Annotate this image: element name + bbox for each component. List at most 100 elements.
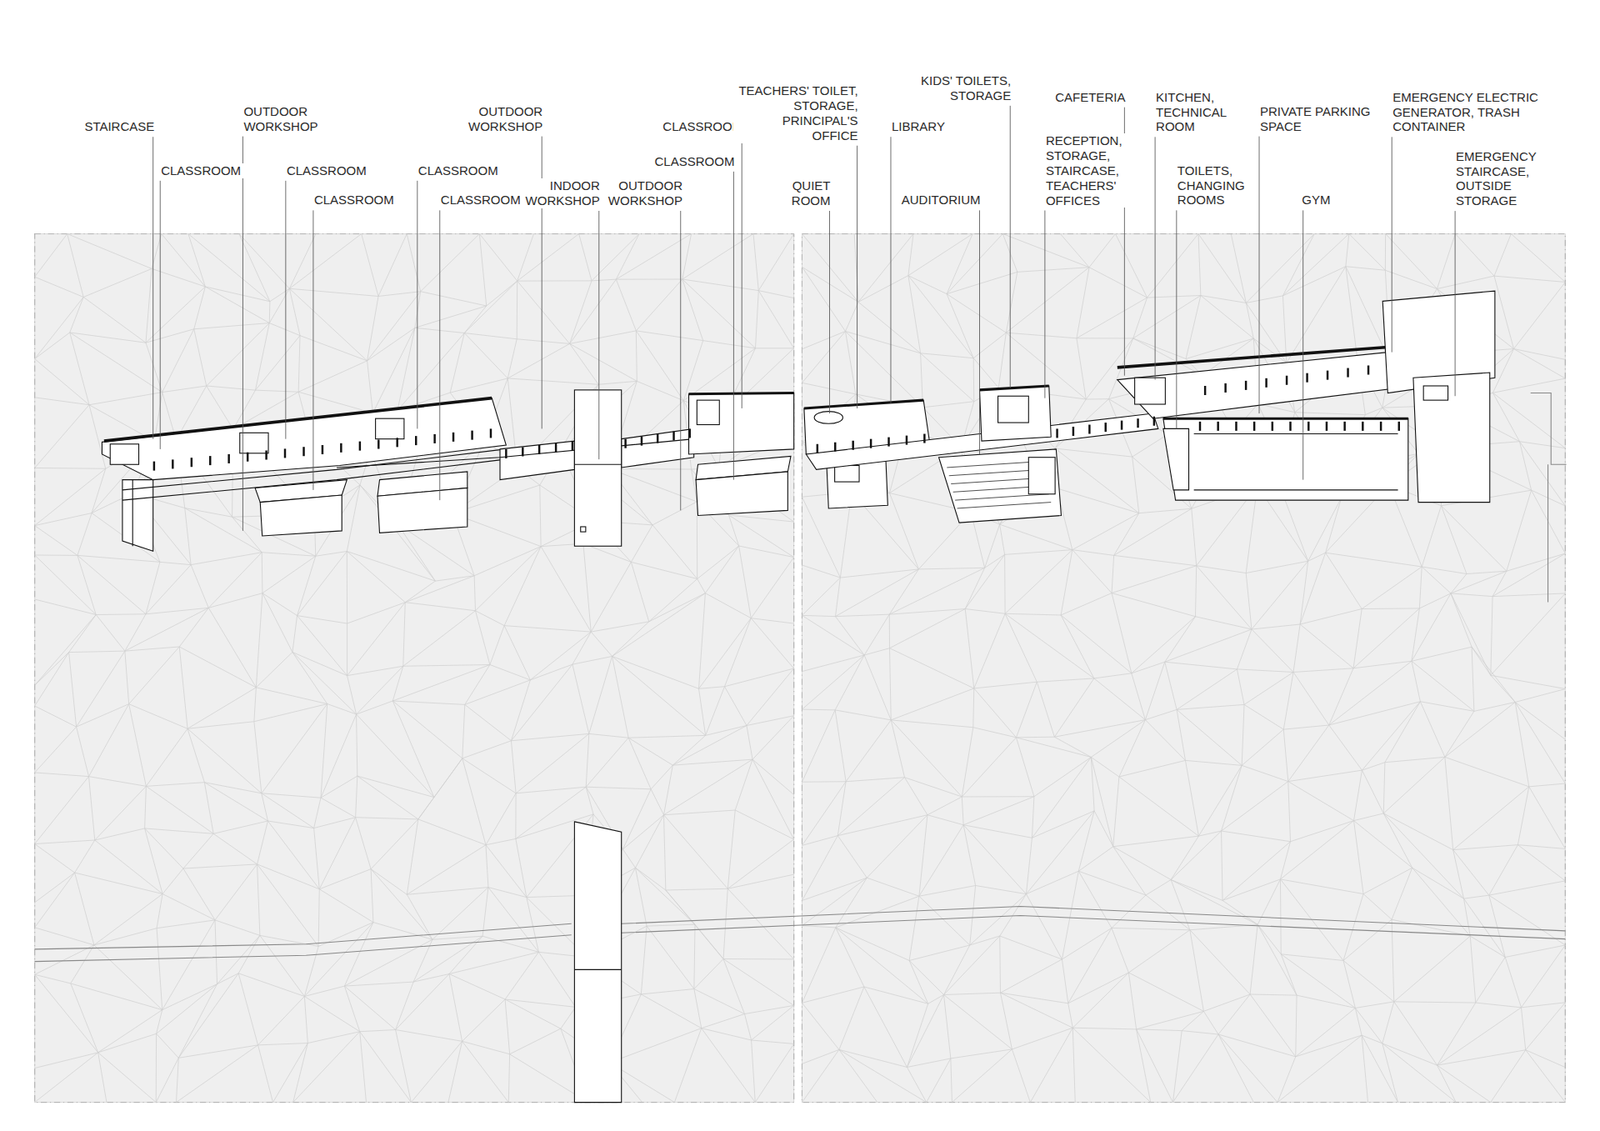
column xyxy=(640,436,643,446)
leader-line xyxy=(285,180,286,440)
column xyxy=(395,437,398,447)
room-label: OUTDOOR WORKSHOP xyxy=(242,104,324,135)
column xyxy=(816,444,819,454)
column xyxy=(571,440,574,450)
column xyxy=(870,439,872,449)
leader-line xyxy=(1302,210,1304,480)
room-label: OUTDOOR WORKSHOP xyxy=(462,104,544,135)
column xyxy=(1088,425,1090,435)
room-label: AUDITORIUM xyxy=(896,192,982,208)
leader-line xyxy=(152,136,154,439)
column xyxy=(1361,421,1364,431)
column xyxy=(321,445,324,455)
leader-line xyxy=(741,136,743,409)
column xyxy=(1380,421,1382,431)
column xyxy=(377,440,380,450)
column xyxy=(1285,375,1288,385)
terrain-mesh xyxy=(801,234,1565,1103)
leader-line xyxy=(242,136,244,531)
column xyxy=(1216,421,1219,431)
column xyxy=(505,449,507,459)
column xyxy=(302,446,305,456)
room-label: CLASSROOM xyxy=(657,119,744,135)
leader-line xyxy=(1044,210,1045,399)
column xyxy=(555,443,557,453)
leader-line xyxy=(1175,210,1177,429)
column xyxy=(1055,428,1058,438)
column xyxy=(1253,421,1255,431)
column xyxy=(153,461,155,471)
leader-line xyxy=(829,210,830,414)
leader-line xyxy=(1259,136,1260,414)
column xyxy=(171,459,174,469)
leader-line xyxy=(680,210,681,510)
room-label: INDOOR WORKSHOP xyxy=(520,178,601,209)
column xyxy=(1343,421,1345,431)
column xyxy=(433,434,435,444)
room-label: TEACHERS' TOILET, STORAGE, PRINCIPAL'S O… xyxy=(733,83,860,143)
column xyxy=(209,455,211,465)
column xyxy=(1120,420,1123,430)
column xyxy=(190,457,193,467)
leader-line xyxy=(439,210,440,500)
column xyxy=(1235,421,1237,431)
column xyxy=(851,440,854,450)
column xyxy=(624,439,626,449)
leader-line xyxy=(1391,136,1393,352)
column xyxy=(415,435,417,445)
room-label: PRIVATE PARKING SPACE xyxy=(1259,104,1376,135)
column xyxy=(672,430,675,440)
column xyxy=(452,432,455,442)
leader-line xyxy=(312,210,314,490)
column xyxy=(1398,421,1400,431)
leader-line xyxy=(1155,136,1156,380)
column xyxy=(1105,422,1107,432)
column xyxy=(923,434,925,444)
leader-line xyxy=(1010,105,1011,389)
column xyxy=(521,446,524,456)
leader-line xyxy=(979,210,980,455)
column xyxy=(1346,368,1349,378)
column xyxy=(834,442,836,452)
room-label: RECEPTION, STORAGE, STAIRCASE, TEACHERS'… xyxy=(1045,133,1128,208)
room-label: CAFETERIA xyxy=(1049,90,1126,105)
column xyxy=(689,428,691,438)
room-label: CLASSROOM xyxy=(285,163,372,179)
column xyxy=(359,441,361,451)
room-label: KIDS' TOILETS, STORAGE xyxy=(915,73,1012,104)
column xyxy=(1271,421,1274,431)
column xyxy=(1072,426,1075,436)
room-label: CLASSROOM xyxy=(649,154,735,170)
leader-line xyxy=(1455,210,1456,396)
room-label: KITCHEN, TECHNICAL ROOM xyxy=(1155,90,1233,135)
room-label: EMERGENCY ELECTRIC GENERATOR, TRASH CONT… xyxy=(1391,90,1544,135)
column xyxy=(1136,418,1139,428)
column xyxy=(227,454,230,464)
column xyxy=(1367,365,1370,375)
column xyxy=(470,430,473,440)
terrain-mesh xyxy=(35,234,795,1103)
room-label: TOILETS, CHANGING ROOMS xyxy=(1176,163,1250,208)
room-label: OUTDOOR WORKSHOP xyxy=(602,178,684,209)
column xyxy=(284,448,286,458)
column xyxy=(1245,380,1247,390)
room-label: QUIET ROOM xyxy=(786,178,832,209)
column xyxy=(1265,378,1267,388)
leader-line xyxy=(890,136,891,404)
column xyxy=(265,450,267,460)
column xyxy=(340,443,342,453)
column xyxy=(1305,373,1308,383)
leader-line xyxy=(598,210,600,460)
room-label: EMERGENCY STAIRCASE, OUTSIDE STORAGE xyxy=(1455,149,1542,209)
column xyxy=(246,452,249,462)
column xyxy=(1224,383,1226,393)
column xyxy=(1325,421,1328,431)
column xyxy=(490,428,492,438)
column xyxy=(905,435,908,445)
column xyxy=(1289,421,1291,431)
room-label: CLASSROOM xyxy=(440,192,526,208)
leader-line xyxy=(856,145,858,409)
column xyxy=(1326,370,1329,380)
column xyxy=(538,445,540,455)
